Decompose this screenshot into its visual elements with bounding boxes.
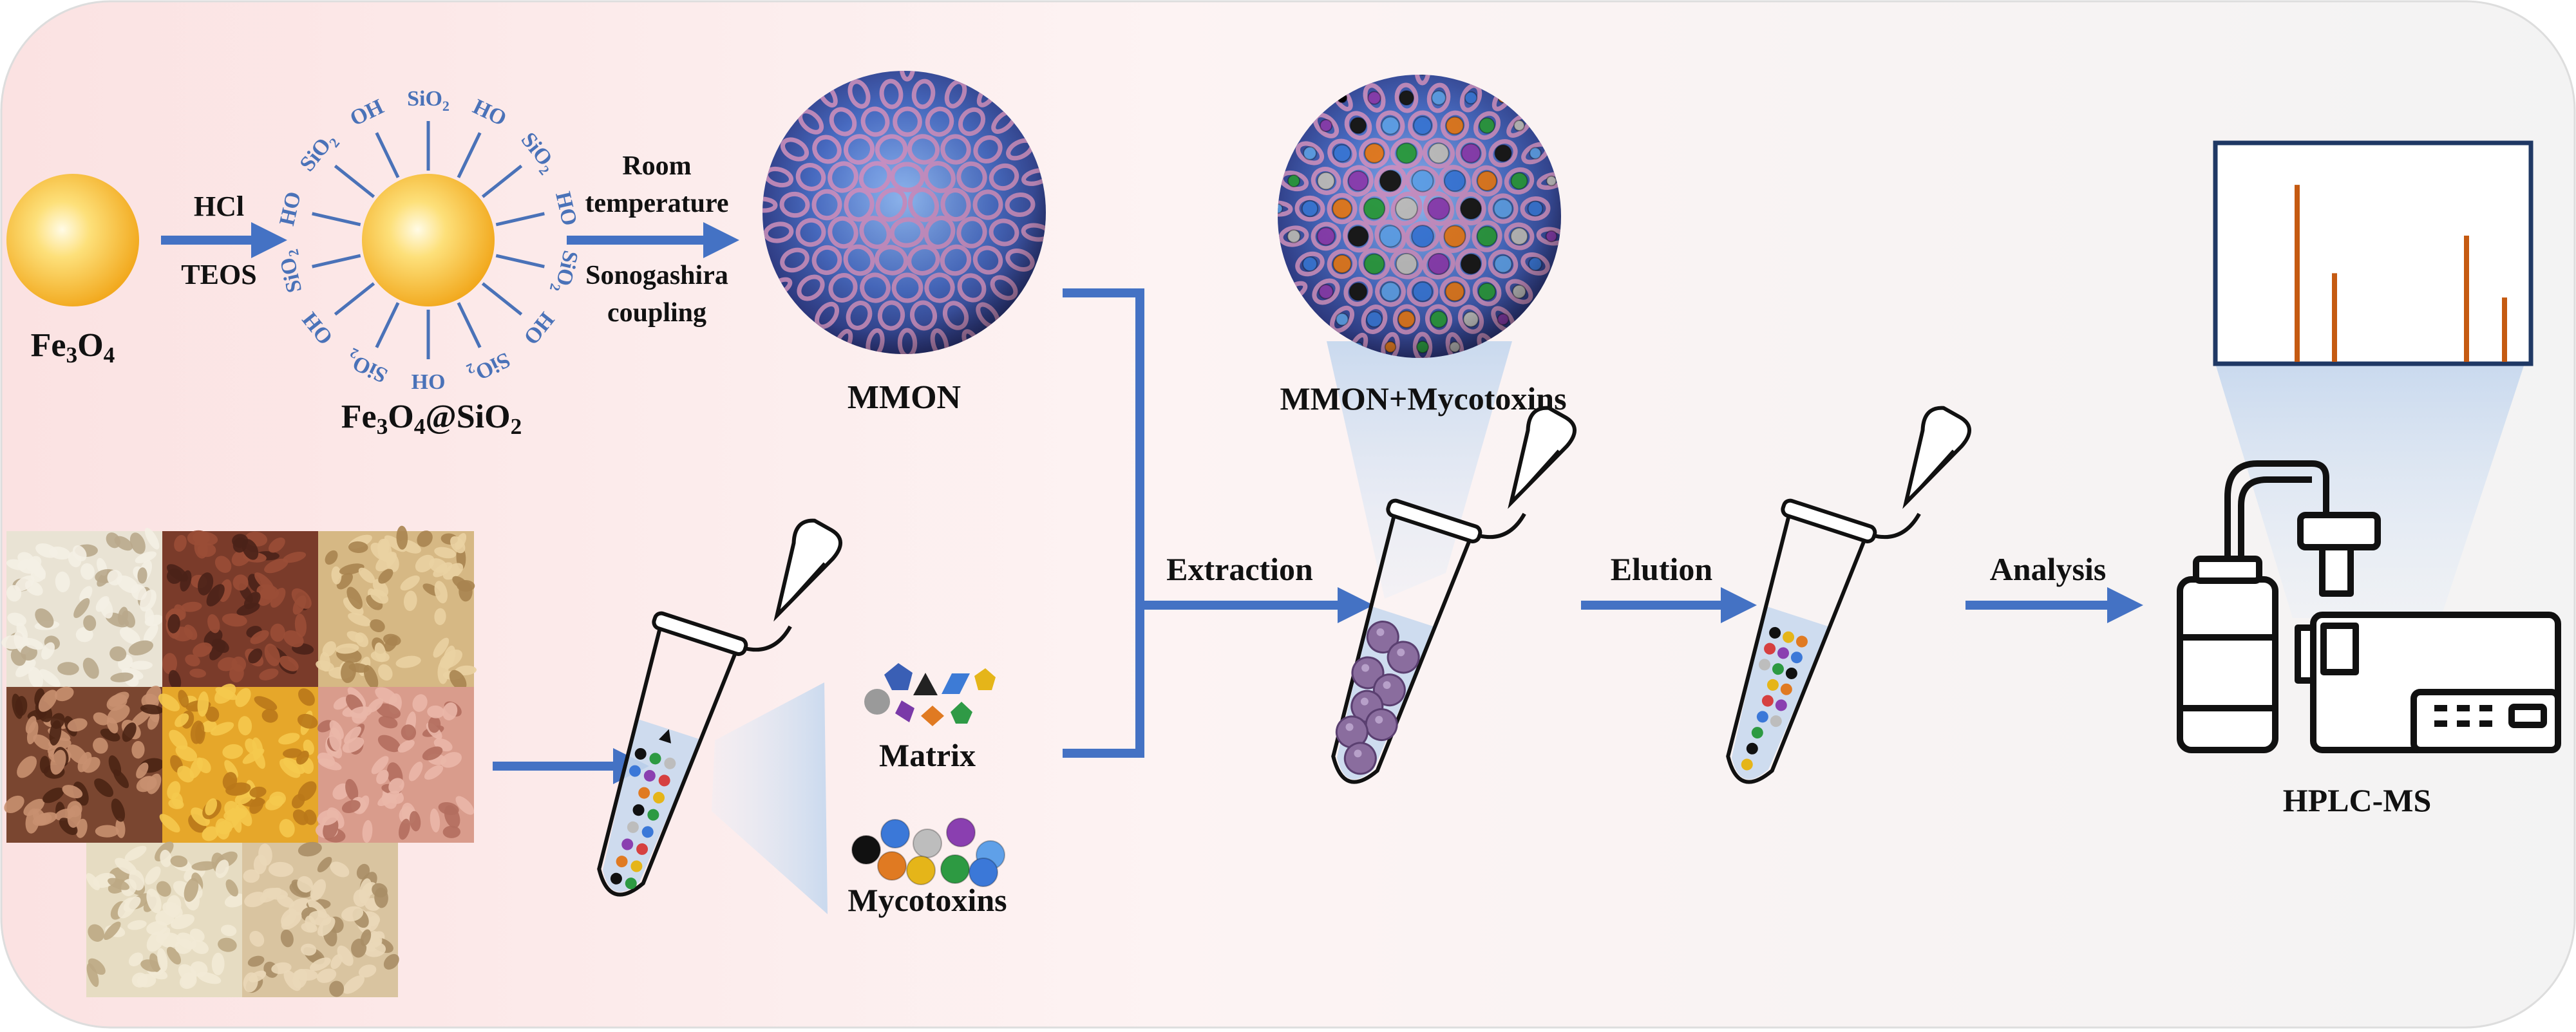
label-coupling: coupling (607, 298, 707, 328)
grain-photo-tile (242, 841, 399, 997)
label-mycotoxins: Mycotoxins (848, 882, 1007, 918)
fe3o4-particle (6, 174, 139, 306)
bracket-connector (1063, 288, 1144, 758)
label-fe3o4: Fe3O4 (30, 327, 115, 368)
matrix-shapes (864, 663, 996, 726)
label-mmon: MMON (847, 379, 961, 416)
zoom-beam-matrix (712, 682, 828, 914)
grain-photo-tile (158, 684, 318, 843)
label-analysis: Analysis (1989, 551, 2107, 587)
zoom-beam-extraction (1327, 341, 1512, 599)
mycotoxin-spheres (851, 818, 1005, 887)
label-hplc-ms: HPLC-MS (2282, 782, 2432, 818)
label-teos: TEOS (181, 259, 257, 290)
mmon-mycotoxins-sphere (1278, 75, 1561, 358)
label-mmon-mycotoxins: MMON+Mycotoxins (1280, 380, 1567, 417)
grain-photo-tile (4, 686, 164, 843)
tube-elution (1726, 406, 1971, 784)
hplc-ms-instrument (2177, 460, 2561, 753)
tube-sample (597, 518, 842, 897)
grain-photo-tile (1, 527, 164, 689)
label-matrix: Matrix (879, 737, 976, 773)
food-samples-grid (1, 525, 477, 997)
label-sonogashira: Sonogashira (585, 261, 728, 290)
label-extraction: Extraction (1166, 551, 1313, 587)
grain-photo-tile (315, 687, 475, 843)
mmon-sphere (762, 71, 1046, 354)
tube-extraction (1331, 406, 1577, 784)
grain-photo-tile (162, 530, 318, 690)
shell-group-label: OH (412, 370, 446, 393)
label-fe3o4-sio2: Fe3O4@SiO2 (341, 399, 522, 439)
label-room: Room (622, 151, 692, 181)
grain-photo-tile (86, 841, 247, 997)
label-temperature: temperature (585, 189, 729, 218)
label-elution: Elution (1610, 551, 1713, 587)
chromatogram (2213, 140, 2533, 366)
grain-photo-tile (316, 525, 477, 691)
label-hcl: HCl (193, 191, 245, 222)
zoom-beam-hplc (2215, 364, 2524, 618)
